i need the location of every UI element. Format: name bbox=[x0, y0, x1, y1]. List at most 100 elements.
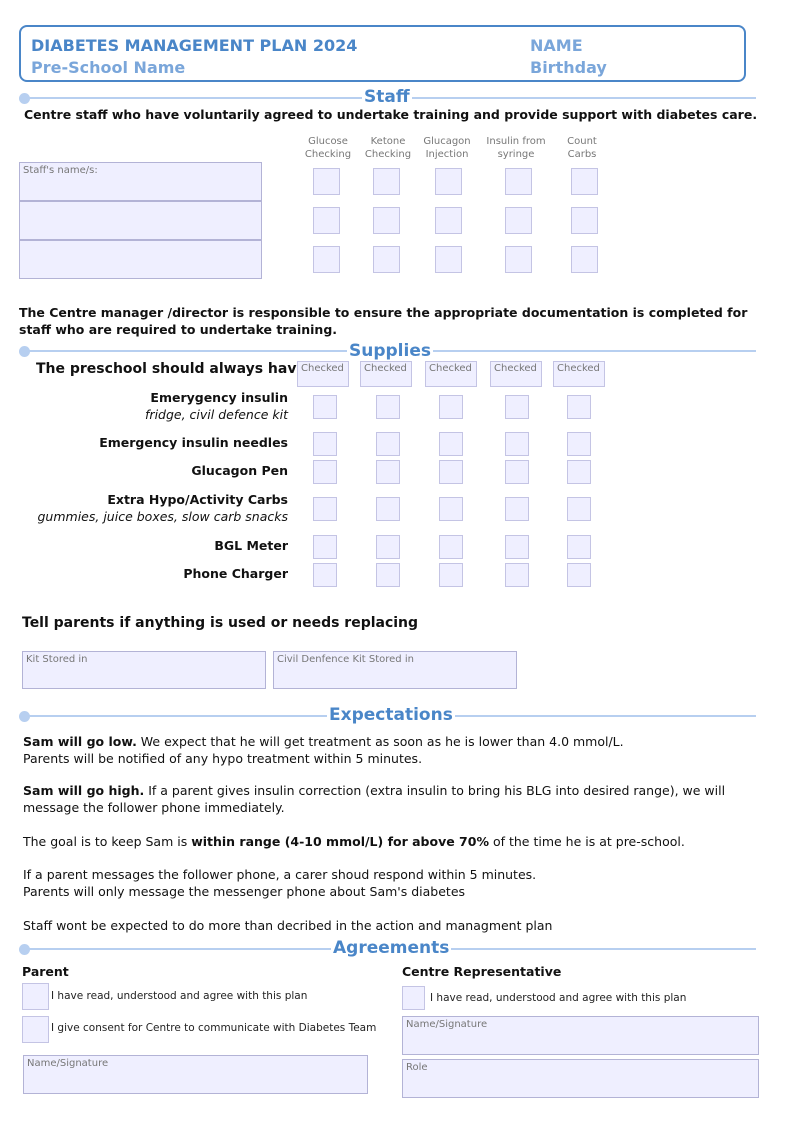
checked-column-header: Checked bbox=[425, 361, 477, 387]
supply-checked-checkbox[interactable] bbox=[567, 432, 591, 456]
supply-checked-checkbox[interactable] bbox=[313, 535, 337, 559]
supply-item-name: BGL Meter bbox=[214, 538, 288, 553]
staff-name-field-3[interactable] bbox=[19, 240, 262, 279]
staff-training-checkbox[interactable] bbox=[505, 168, 532, 195]
staff-training-checkbox[interactable] bbox=[435, 246, 462, 273]
preschool-name: Pre-School Name bbox=[31, 58, 186, 77]
staff-training-checkbox[interactable] bbox=[373, 207, 400, 234]
supply-checked-checkbox[interactable] bbox=[313, 395, 337, 419]
supply-item-detail: fridge, civil defence kit bbox=[145, 407, 288, 422]
supplies-section-title: Supplies bbox=[347, 341, 433, 361]
centre-role-label: Role bbox=[406, 1062, 428, 1073]
expectation-low-line2: Parents will be notified of any hypo tre… bbox=[23, 751, 423, 766]
checked-column-header: Checked bbox=[490, 361, 542, 387]
parent-agree-label: I have read, understood and agree with t… bbox=[51, 990, 308, 1002]
expectation-low-bold: Sam will go low. bbox=[23, 734, 137, 749]
supply-checked-checkbox[interactable] bbox=[439, 460, 463, 484]
staff-column-header-line: Ketone bbox=[370, 136, 406, 147]
supply-checked-checkbox[interactable] bbox=[313, 432, 337, 456]
tell-parents-note: Tell parents if anything is used or need… bbox=[22, 615, 419, 631]
supply-checked-checkbox[interactable] bbox=[376, 432, 400, 456]
supply-item-name: Emerygency insulin bbox=[150, 390, 288, 405]
kit-stored-field[interactable]: Kit Stored in bbox=[22, 651, 266, 689]
supply-checked-checkbox[interactable] bbox=[505, 432, 529, 456]
child-name: NAME bbox=[530, 36, 583, 55]
supply-checked-checkbox[interactable] bbox=[505, 460, 529, 484]
supply-checked-checkbox[interactable] bbox=[505, 535, 529, 559]
supply-checked-checkbox[interactable] bbox=[439, 432, 463, 456]
expectation-staff: Staff wont be expected to do more than d… bbox=[23, 918, 553, 933]
supply-checked-checkbox[interactable] bbox=[313, 563, 337, 587]
supply-checked-checkbox[interactable] bbox=[376, 535, 400, 559]
staff-column-header-line: Injection bbox=[425, 149, 469, 160]
supply-checked-checkbox[interactable] bbox=[567, 395, 591, 419]
supply-checked-checkbox[interactable] bbox=[567, 563, 591, 587]
supply-checked-checkbox[interactable] bbox=[376, 460, 400, 484]
goal-bold: within range (4-10 mmol/L) for above 70% bbox=[191, 834, 489, 849]
expectation-high: Sam will go high. If a parent gives insu… bbox=[23, 782, 758, 816]
staff-training-checkbox[interactable] bbox=[435, 168, 462, 195]
staff-training-checkbox[interactable] bbox=[505, 207, 532, 234]
staff-training-checkbox[interactable] bbox=[505, 246, 532, 273]
parent-agree-checkbox[interactable] bbox=[22, 983, 49, 1010]
parent-heading: Parent bbox=[22, 964, 69, 979]
supply-checked-checkbox[interactable] bbox=[505, 563, 529, 587]
supply-checked-checkbox[interactable] bbox=[376, 563, 400, 587]
centre-signature-label: Name/Signature bbox=[406, 1019, 488, 1030]
supply-checked-checkbox[interactable] bbox=[567, 497, 591, 521]
goal-pre: The goal is to keep Sam is bbox=[23, 834, 192, 849]
supply-checked-checkbox[interactable] bbox=[439, 535, 463, 559]
centre-signature-field[interactable]: Name/Signature bbox=[402, 1016, 759, 1055]
staff-name-label: Staff's name/s: bbox=[23, 165, 98, 176]
parent-signature-field[interactable]: Name/Signature bbox=[23, 1055, 368, 1094]
staff-training-checkbox[interactable] bbox=[313, 168, 340, 195]
staff-column-header-line: Count bbox=[567, 136, 597, 147]
staff-training-checkbox[interactable] bbox=[571, 246, 598, 273]
staff-training-checkbox[interactable] bbox=[435, 207, 462, 234]
supply-checked-checkbox[interactable] bbox=[439, 395, 463, 419]
staff-intro: Centre staff who have voluntarily agreed… bbox=[24, 107, 758, 122]
supply-checked-checkbox[interactable] bbox=[439, 563, 463, 587]
staff-training-checkbox[interactable] bbox=[373, 246, 400, 273]
staff-training-checkbox[interactable] bbox=[571, 168, 598, 195]
checked-column-header: Checked bbox=[297, 361, 349, 387]
civil-kit-stored-field[interactable]: Civil Denfence Kit Stored in bbox=[273, 651, 517, 689]
supply-checked-checkbox[interactable] bbox=[505, 395, 529, 419]
centre-role-field[interactable]: Role bbox=[402, 1059, 759, 1098]
civil-kit-stored-label: Civil Denfence Kit Stored in bbox=[277, 654, 414, 665]
staff-column-header-line: Glucagon bbox=[423, 136, 471, 147]
supply-checked-checkbox[interactable] bbox=[567, 460, 591, 484]
supply-checked-checkbox[interactable] bbox=[439, 497, 463, 521]
staff-column-header-line: Carbs bbox=[567, 149, 597, 160]
staff-name-field-1[interactable]: Staff's name/s: bbox=[19, 162, 262, 201]
staff-training-checkbox[interactable] bbox=[313, 207, 340, 234]
supply-checked-checkbox[interactable] bbox=[567, 535, 591, 559]
expectation-high-text: If a parent gives insulin correction (ex… bbox=[23, 783, 726, 815]
messages-line1: If a parent messages the follower phone,… bbox=[23, 867, 537, 882]
kit-stored-label: Kit Stored in bbox=[26, 654, 88, 665]
staff-training-checkbox[interactable] bbox=[313, 246, 340, 273]
expectation-goal: The goal is to keep Sam is within range … bbox=[23, 833, 685, 850]
staff-name-field-2[interactable] bbox=[19, 201, 262, 240]
staff-column-header-line: Insulin from bbox=[486, 136, 546, 147]
supply-checked-checkbox[interactable] bbox=[505, 497, 529, 521]
staff-training-checkbox[interactable] bbox=[373, 168, 400, 195]
expectation-high-bold: Sam will go high. bbox=[23, 783, 145, 798]
staff-training-checkbox[interactable] bbox=[571, 207, 598, 234]
expectation-messages: If a parent messages the follower phone,… bbox=[23, 866, 536, 900]
expectation-low-text: We expect that he will get treatment as … bbox=[136, 734, 624, 749]
child-birthday: Birthday bbox=[530, 58, 607, 77]
supply-checked-checkbox[interactable] bbox=[376, 395, 400, 419]
supply-checked-checkbox[interactable] bbox=[376, 497, 400, 521]
centre-agree-checkbox[interactable] bbox=[402, 986, 425, 1010]
parent-consent-checkbox[interactable] bbox=[22, 1016, 49, 1043]
expectation-low: Sam will go low. We expect that he will … bbox=[23, 733, 624, 767]
supply-checked-checkbox[interactable] bbox=[313, 460, 337, 484]
supply-item-name: Emergency insulin needles bbox=[99, 435, 288, 450]
supply-checked-checkbox[interactable] bbox=[313, 497, 337, 521]
centre-heading: Centre Representative bbox=[402, 964, 562, 979]
